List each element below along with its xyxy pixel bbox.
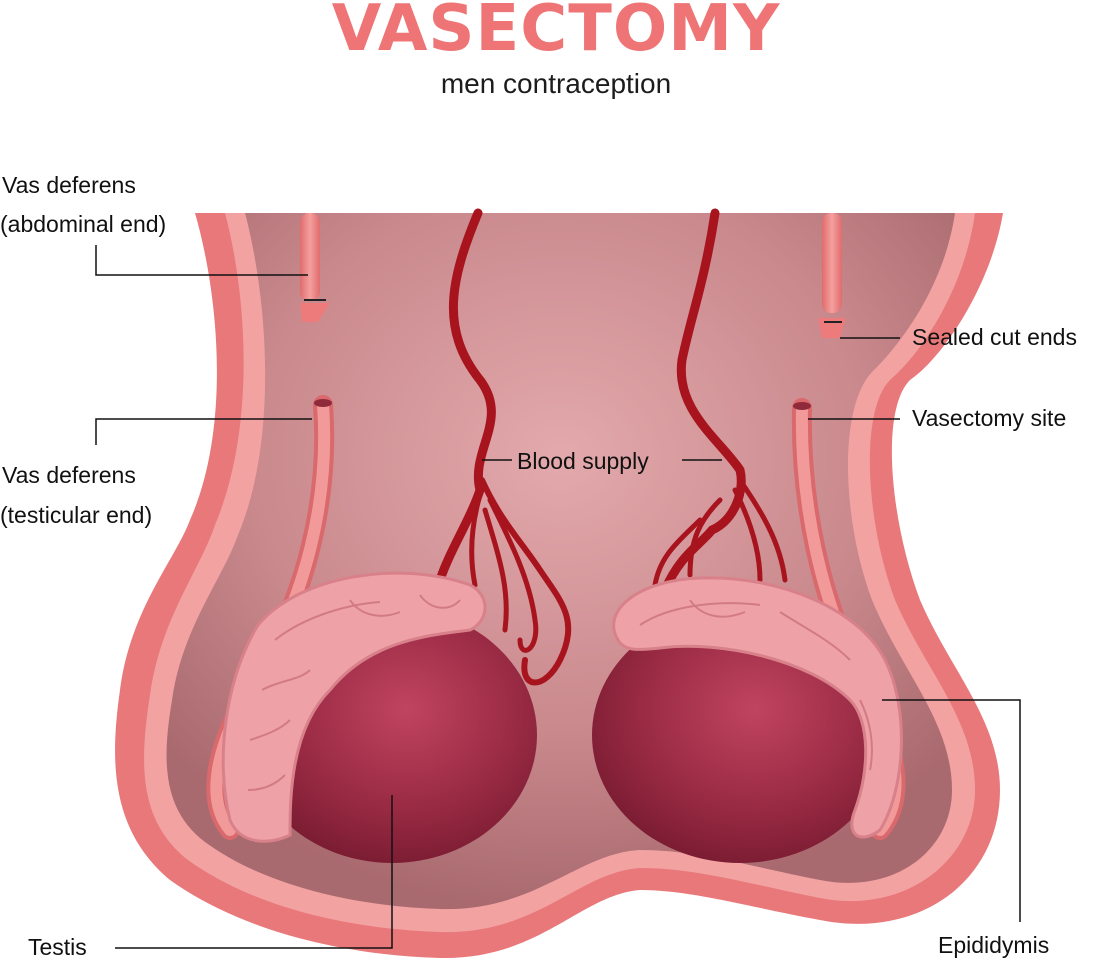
- vas-cut-end-right: [793, 402, 811, 410]
- label-vas-abdominal-line1: Vas deferens: [2, 172, 136, 198]
- label-vasectomy-site: Vasectomy site: [912, 405, 1067, 431]
- label-leader-lines: [95, 245, 1021, 949]
- leader-vas-abdominal: [95, 245, 308, 276]
- label-vas-testicular-line1: Vas deferens: [2, 462, 136, 488]
- label-vas-testicular-line2: (testicular end): [0, 502, 153, 528]
- label-epididymis: Epididymis: [938, 932, 1050, 958]
- diagram-subtitle: men contraception: [440, 68, 672, 99]
- vas-deferens-abdominal-left: [300, 213, 320, 301]
- sealed-cut-end-left: [300, 303, 330, 322]
- label-blood-supply: Blood supply: [517, 448, 649, 474]
- vas-cut-end-left: [314, 399, 332, 407]
- diagram-title: VASECTOMY: [331, 0, 781, 66]
- leader-vas-testicular: [95, 418, 312, 445]
- leader-testis: [115, 795, 393, 949]
- vas-deferens-abdominal-right: [822, 213, 842, 313]
- leader-epididymis: [882, 699, 1021, 922]
- label-vas-abdominal-line2: (abdominal end): [0, 211, 167, 237]
- blood-vessels-left: [435, 208, 572, 686]
- epididymis-left: [221, 571, 487, 843]
- label-testis: Testis: [28, 934, 87, 960]
- blood-vessels-right: [652, 208, 788, 595]
- label-sealed-cut-ends: Sealed cut ends: [912, 324, 1077, 350]
